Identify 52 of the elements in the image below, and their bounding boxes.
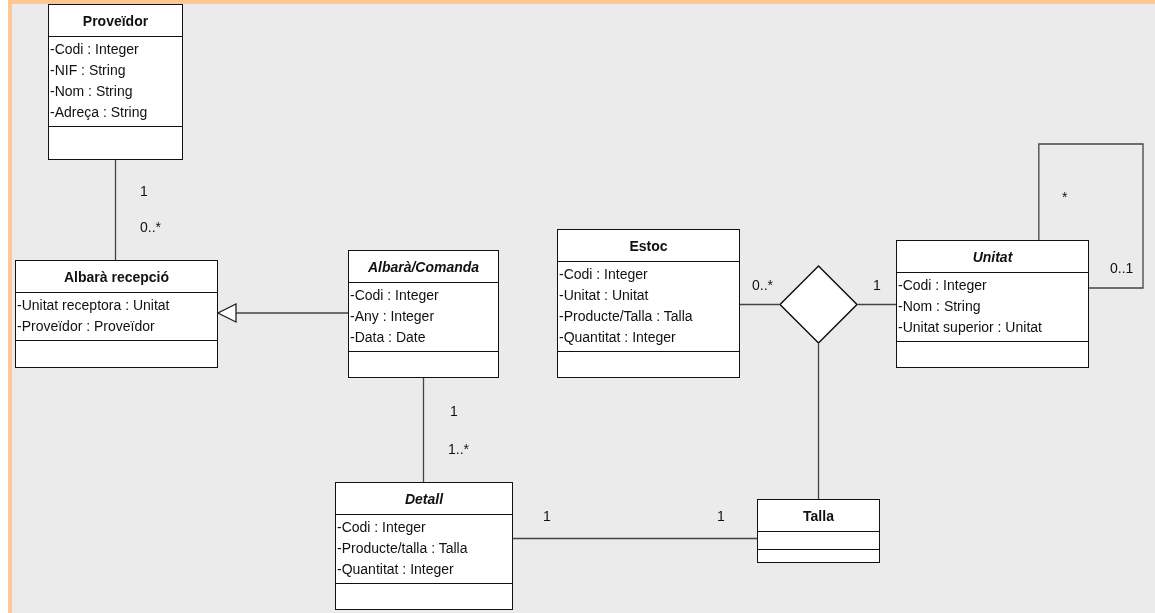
association-line [512,537,758,540]
association-diamond [779,265,858,344]
generalization-arrow [217,303,349,323]
class-box [348,250,499,378]
attribute-text: -Producte/talla : Talla [336,539,469,558]
class-name: Unitat [972,248,1013,265]
class-name: Talla [803,507,834,524]
class-name: Proveïdor [82,12,149,29]
attribute-text: -Unitat superior : Unitat [897,318,1043,337]
class-box [48,4,183,160]
attribute-text: -Quantitat : Integer [558,328,677,347]
multiplicity-label: 1 [450,403,458,419]
multiplicity-label: 1 [873,277,881,293]
multiplicity-label: 1 [717,508,725,524]
class-box [15,260,218,368]
association-line [422,377,425,483]
attribute-text: -Codi : Integer [336,518,427,537]
class-box [557,229,740,378]
association-line [1038,143,1144,289]
class-box [757,499,880,563]
attribute-text: -Codi : Integer [49,40,140,59]
attribute-text: -Codi : Integer [897,276,988,295]
association-line [114,159,117,261]
class-name: Estoc [629,237,668,254]
attribute-text: -Any : Integer [349,307,436,326]
attribute-text: -Codi : Integer [349,286,440,305]
attribute-text: -Proveïdor : Proveïdor [16,317,156,336]
multiplicity-label: 1..* [448,441,469,457]
multiplicity-label: 0..1 [1110,260,1134,276]
multiplicity-label: 1 [543,508,551,524]
multiplicity-label: 1 [140,183,148,199]
class-name: Detall [404,490,444,507]
class-box [896,240,1089,368]
attribute-text: -Unitat : Unitat [558,286,650,305]
association-line [739,303,780,306]
attribute-text: -Quantitat : Integer [336,560,455,579]
attribute-text: -Unitat receptora : Unitat [16,296,171,315]
attribute-text: -Data : Date [349,328,427,347]
attribute-text: -Nom : String [49,82,134,101]
multiplicity-label: 0..* [140,219,161,235]
association-line [817,343,820,500]
attribute-text: -Adreça : String [49,103,149,122]
attribute-text: -Codi : Integer [558,265,649,284]
multiplicity-label: 0..* [752,277,773,293]
association-line [857,303,897,306]
class-box [335,482,513,610]
attribute-text: -Producte/Talla : Talla [558,307,694,326]
class-name: Albarà/Comanda [367,258,480,275]
attribute-text: -Nom : String [897,297,982,316]
attribute-text: -NIF : String [49,61,127,80]
class-name: Albarà recepció [63,268,170,285]
multiplicity-label: * [1062,189,1068,205]
